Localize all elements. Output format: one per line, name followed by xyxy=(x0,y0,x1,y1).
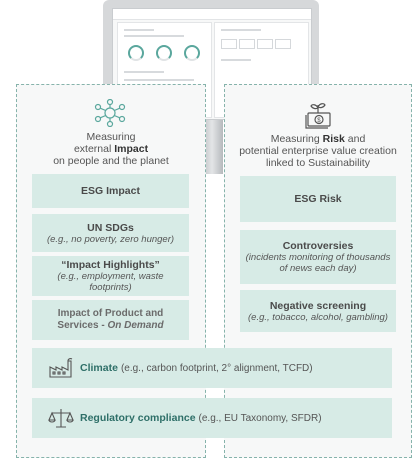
impact-heading-pre: external xyxy=(73,143,112,155)
risk-heading-line2: potential enterprise value creation xyxy=(239,145,397,157)
screen-text-line xyxy=(221,59,251,61)
risk-heading-post: and xyxy=(347,133,366,145)
controversies-box: Controversies (incidents monitoring of t… xyxy=(240,230,396,284)
screen-gauge xyxy=(156,45,172,61)
regulatory-compliance-box: Regulatory compliance (e.g., EU Taxonomy… xyxy=(32,398,392,438)
impact-product-services-box: Impact of Product and Services - On Dema… xyxy=(32,300,189,340)
esg-risk-title: ESG Risk xyxy=(294,193,342,205)
risk-heading-line1: Measuring Risk and xyxy=(225,133,411,145)
risk-heading-line3: linked to Sustainability xyxy=(266,157,370,169)
impact-heading-line3: on people and the planet xyxy=(53,155,169,167)
svg-text:$: $ xyxy=(317,118,321,124)
risk-heading-pre: Measuring xyxy=(270,133,320,145)
negative-screening-title: Negative screening xyxy=(269,299,367,312)
un-sdgs-box: UN SDGs (e.g., no poverty, zero hunger) xyxy=(32,214,189,252)
impact-heading-bold: Impact xyxy=(114,143,149,155)
impact-heading-line2: external Impact xyxy=(17,143,205,155)
screen-text-line xyxy=(124,35,184,37)
screen-gauge xyxy=(128,45,144,61)
impact-product-services-main: Impact of Product and Services - xyxy=(57,308,164,331)
screen-metric-box xyxy=(239,39,255,49)
esg-impact-box: ESG Impact xyxy=(32,174,189,208)
laptop-stand xyxy=(201,120,223,174)
impact-network-icon xyxy=(94,99,126,127)
climate-title: Climate xyxy=(80,362,118,374)
impact-highlights-box: “Impact Highlights” (e.g., employment, w… xyxy=(32,256,189,296)
screen-metric-box xyxy=(275,39,291,49)
screen-gauge xyxy=(184,45,200,61)
un-sdgs-sub: (e.g., no poverty, zero hunger) xyxy=(46,233,175,245)
factory-icon xyxy=(49,358,73,378)
esg-risk-box: ESG Risk xyxy=(240,176,396,222)
impact-heading-line1: Measuring xyxy=(86,131,136,143)
controversies-title: Controversies xyxy=(282,240,354,252)
negative-screening-sub: (e.g., tobacco, alcohol, gambling) xyxy=(248,311,388,323)
risk-heading-bold: Risk xyxy=(322,133,345,145)
controversies-sub: (incidents monitoring of thousands of ne… xyxy=(245,252,391,274)
impact-product-services-italic: On Demand xyxy=(107,320,164,331)
screen-metric-box xyxy=(221,39,237,49)
regulatory-compliance-title: Regulatory compliance xyxy=(80,412,196,424)
impact-heading: Measuring external Impact on people and … xyxy=(17,131,205,167)
screen-text-line xyxy=(221,29,261,31)
screen-metric-box xyxy=(257,39,273,49)
negative-screening-box: Negative screening (e.g., tobacco, alcoh… xyxy=(240,290,396,332)
climate-sub: (e.g., carbon footprint, 2° alignment, T… xyxy=(120,362,313,374)
scales-icon xyxy=(48,409,74,428)
climate-box: Climate (e.g., carbon footprint, 2° alig… xyxy=(32,348,392,388)
money-plant-icon: $ xyxy=(305,103,331,129)
regulatory-compliance-sub: (e.g., EU Taxonomy, SFDR) xyxy=(198,412,322,424)
screen-top-bar xyxy=(113,9,311,20)
screen-text-line xyxy=(124,79,194,81)
esg-impact-title: ESG Impact xyxy=(81,185,140,197)
impact-product-services-title: Impact of Product and Services - On Dema… xyxy=(36,308,185,332)
un-sdgs-title: UN SDGs xyxy=(87,221,134,234)
laptop-mockup xyxy=(103,0,319,174)
screen-text-line xyxy=(124,71,164,73)
screen-text-line xyxy=(124,29,154,31)
risk-heading: Measuring Risk and potential enterprise … xyxy=(225,133,411,169)
impact-highlights-title: “Impact Highlights” xyxy=(61,259,160,271)
impact-highlights-sub: (e.g., employment, waste footprints) xyxy=(57,271,164,293)
